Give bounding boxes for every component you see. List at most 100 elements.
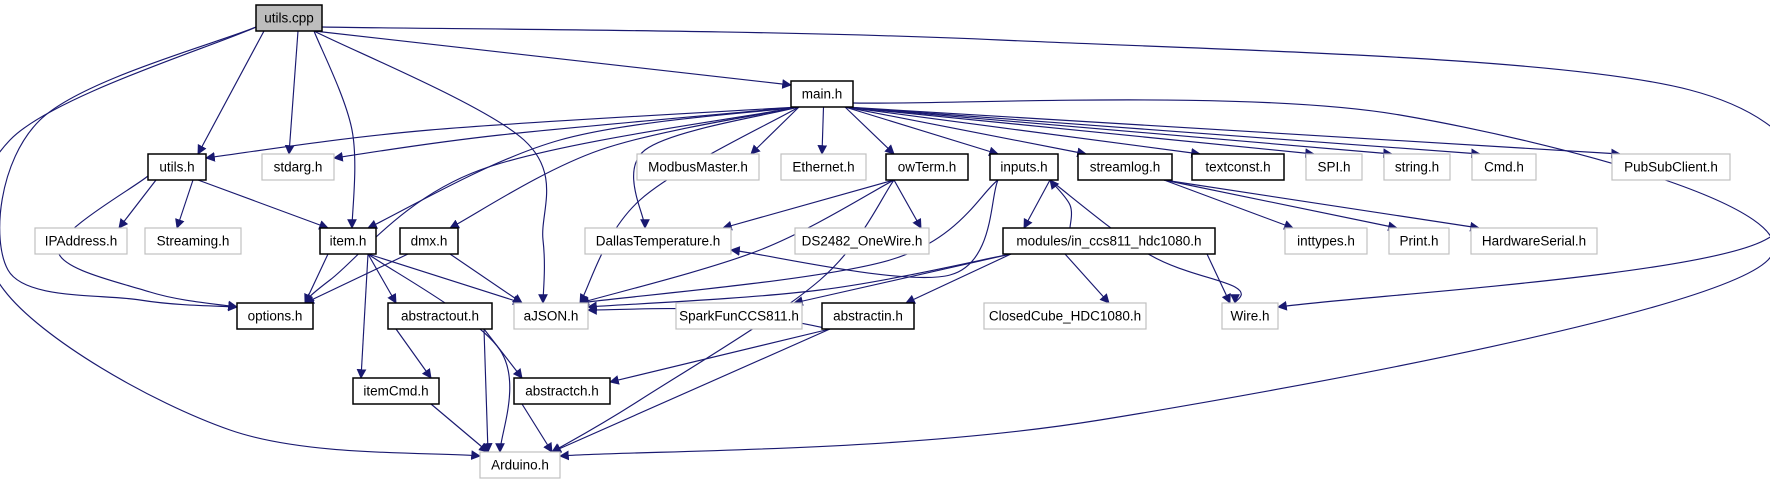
graph-node-ethernet: Ethernet.h — [780, 153, 867, 181]
include-edge-abstractout-to-itemcmd — [395, 328, 432, 379]
node-label: utils.h — [159, 160, 194, 175]
graph-node-ipaddress: IPAddress.h — [34, 227, 128, 255]
include-edge-main_h-to-owterm — [844, 106, 895, 155]
include-edge-main_h-to-spi — [844, 106, 1315, 158]
include-edge-abstractin-to-abstractch — [609, 328, 831, 385]
node-label: dmx.h — [411, 234, 448, 249]
include-edge-utils_cpp-to-wire — [321, 26, 1770, 311]
node-box — [636, 153, 760, 181]
graph-node-spi: SPI.h — [1305, 153, 1363, 181]
graph-node-abstractin[interactable]: abstractin.h — [821, 302, 915, 330]
graph-node-string_h: string.h — [1383, 153, 1451, 181]
node-box — [1077, 153, 1173, 181]
include-edge-utils_cpp-to-options — [0, 26, 257, 312]
include-edge-utils_h-to-item — [197, 179, 329, 230]
include-edge-modules-to-sparkfun — [793, 253, 1012, 306]
include-edge-owterm-to-ajson — [579, 179, 895, 306]
include-edge-owterm-to-ds2482 — [893, 179, 922, 229]
graph-node-abstractch[interactable]: abstractch.h — [513, 377, 611, 405]
include-edge-utils_h-to-ipaddress — [118, 179, 157, 229]
node-box — [479, 451, 561, 479]
include-edge-main_h-to-arduino — [559, 99, 1770, 461]
include-edge-utils_h-to-streaming — [175, 179, 194, 229]
graph-node-arduino: Arduino.h — [479, 451, 561, 479]
include-edge-streamlog-to-inttypes — [1163, 179, 1294, 230]
node-label: stdarg.h — [274, 160, 323, 175]
include-edge-inputs-to-dallas — [730, 179, 999, 279]
graph-node-pubsub: PubSubClient.h — [1611, 153, 1731, 181]
node-label: textconst.h — [1205, 160, 1270, 175]
include-edge-item-to-abstractout — [367, 253, 397, 304]
include-edge-dmx-to-ajson — [449, 253, 523, 304]
graph-node-abstractout[interactable]: abstractout.h — [387, 302, 493, 330]
node-box — [794, 227, 930, 255]
node-box — [983, 302, 1147, 330]
graph-node-utils_h[interactable]: utils.h — [147, 153, 207, 181]
graph-node-owterm[interactable]: owTerm.h — [885, 153, 969, 181]
graph-node-sparkfun: SparkFunCCS811.h — [675, 302, 803, 330]
include-edge-modules-to-closedcube — [1064, 253, 1110, 304]
include-edge-main_h-to-item — [367, 106, 800, 229]
node-box — [387, 302, 493, 330]
node-box — [147, 153, 207, 181]
node-label: abstractch.h — [525, 384, 599, 399]
graph-node-ds2482: DS2482_OneWire.h — [794, 227, 930, 255]
graph-node-item[interactable]: item.h — [319, 227, 377, 255]
node-label: ClosedCube_HDC1080.h — [989, 309, 1141, 324]
include-edge-main_h-to-dmx — [449, 106, 800, 229]
node-box — [584, 227, 732, 255]
graph-node-dmx[interactable]: dmx.h — [399, 227, 459, 255]
include-edge-main_h-to-stdarg_h — [333, 106, 800, 162]
include-edge-main_h-to-ajson — [579, 106, 800, 304]
node-box — [513, 377, 611, 405]
graph-node-closedcube: ClosedCube_HDC1080.h — [983, 302, 1147, 330]
graph-node-streaming: Streaming.h — [144, 227, 242, 255]
include-edge-utils_cpp-to-stdarg_h — [284, 30, 299, 155]
include-edge-main_h-to-dallas — [633, 106, 800, 229]
node-label: options.h — [248, 309, 303, 324]
include-edge-itemcmd-to-arduino — [430, 403, 489, 453]
graph-node-cmd: Cmd.h — [1471, 153, 1537, 181]
include-edge-item-to-arduino — [367, 253, 511, 453]
graph-node-inputs[interactable]: inputs.h — [989, 153, 1059, 181]
node-label: main.h — [802, 87, 843, 102]
node-box — [780, 153, 867, 181]
node-label: Ethernet.h — [792, 160, 854, 175]
node-label: inttypes.h — [1297, 234, 1355, 249]
graph-node-ajson: aJSON.h — [513, 302, 589, 330]
graph-node-textconst[interactable]: textconst.h — [1191, 153, 1285, 181]
include-edge-main_h-to-inputs — [844, 106, 999, 157]
graph-node-main_h[interactable]: main.h — [790, 80, 854, 108]
graph-node-modules[interactable]: modules/in_ccs811_hdc1080.h — [1002, 227, 1216, 255]
node-label: utils.cpp — [264, 11, 314, 26]
include-edge-inputs-to-modules — [1023, 179, 1051, 229]
graph-node-options[interactable]: options.h — [236, 302, 314, 330]
node-box — [790, 80, 854, 108]
node-label: ModbusMaster.h — [648, 160, 748, 175]
graph-node-streamlog[interactable]: streamlog.h — [1077, 153, 1173, 181]
graph-node-itemcmd[interactable]: itemCmd.h — [352, 377, 440, 405]
node-label: PubSubClient.h — [1624, 160, 1718, 175]
node-box — [989, 153, 1059, 181]
node-label: SPI.h — [1317, 160, 1350, 175]
graph-node-utils_cpp[interactable]: utils.cpp — [255, 4, 323, 32]
node-box — [319, 227, 377, 255]
node-box — [1284, 227, 1368, 255]
node-label: DallasTemperature.h — [596, 234, 721, 249]
node-box — [261, 153, 335, 181]
graph-node-stdarg_h: stdarg.h — [261, 153, 335, 181]
node-box — [34, 227, 128, 255]
node-label: modules/in_ccs811_hdc1080.h — [1016, 234, 1201, 249]
node-box — [1221, 302, 1279, 330]
node-box — [255, 4, 323, 32]
node-label: owTerm.h — [898, 160, 957, 175]
node-box — [1471, 153, 1537, 181]
include-edge-utils_h-to-options — [57, 175, 238, 311]
include-edge-abstractout-to-abstractch — [483, 328, 523, 379]
include-edge-streamlog-to-hwserial — [1163, 179, 1480, 232]
include-edge-item-to-ajson — [367, 253, 523, 305]
node-label: abstractout.h — [401, 309, 479, 324]
node-label: DS2482_OneWire.h — [802, 234, 923, 249]
